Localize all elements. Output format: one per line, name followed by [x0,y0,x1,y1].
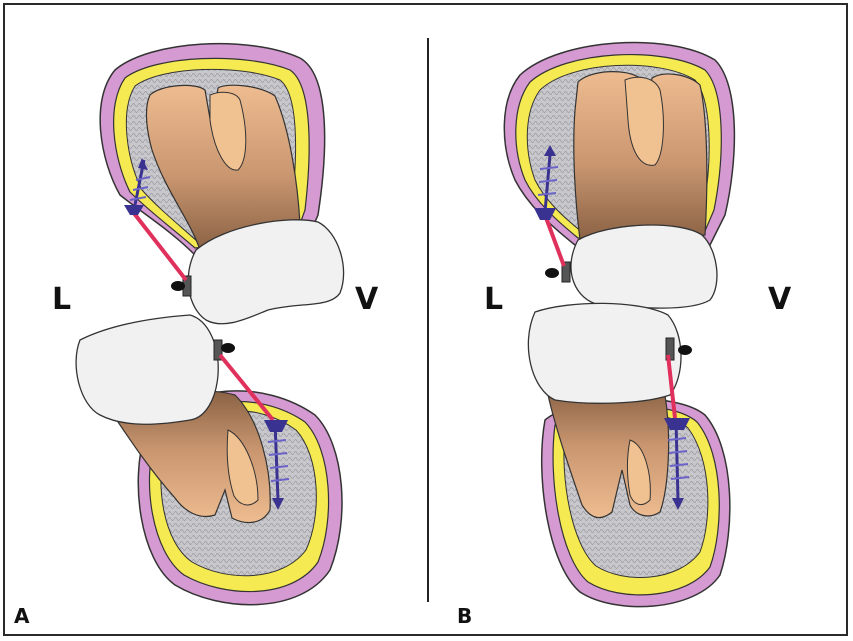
lower-jaw-b [528,303,729,606]
button-icon [678,345,692,355]
panel-a [76,44,344,605]
tooth-crown [571,225,717,308]
label-vestibular-a: V [355,285,378,315]
label-vestibular-b: V [768,285,791,315]
button-icon [545,268,559,278]
panel-letter-a: A [14,606,29,626]
upper-jaw-a [100,44,343,324]
lower-jaw-a [76,315,342,605]
upper-jaw-b [504,42,734,308]
label-lingual-b: L [484,285,503,315]
button-icon [221,343,235,353]
panel-letter-b: B [457,606,472,626]
panel-b [504,42,734,606]
tooth-crown [528,303,681,403]
label-lingual-a: L [52,285,71,315]
button-icon [171,281,185,291]
tooth-crown [76,315,218,424]
